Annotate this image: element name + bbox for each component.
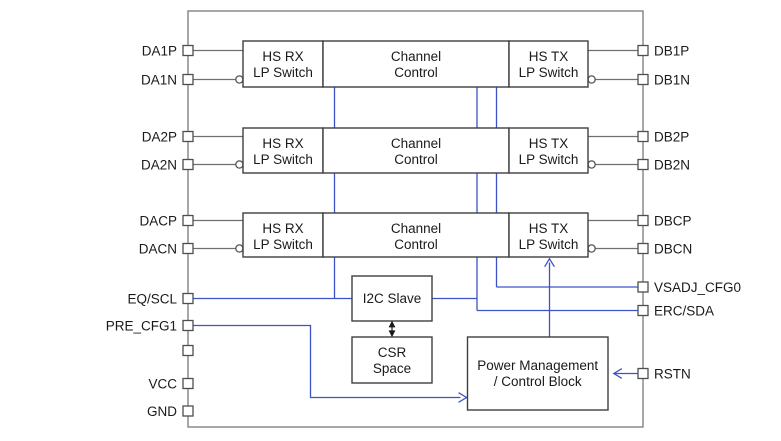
pin-square-erc-sda [637, 304, 649, 317]
pin-label-db2n: DB2N [654, 157, 690, 172]
right-pins: DB1P DB1N DB2P DB2N DBCP DBCN VSADJ_CFG0… [637, 43, 741, 381]
hs-rx-label-2b: LP Switch [253, 152, 313, 167]
left-pins: DA1P DA1N DA2P DA2N DACP DACN EQ/SCL PRE… [106, 43, 194, 419]
pin-square-db2p [637, 130, 649, 143]
pin-square-da1p [182, 44, 194, 57]
channel-control-label-cb: Control [394, 237, 438, 252]
i2c-csr-arrowhead-down-icon [388, 330, 396, 338]
csr-space-labelb: Space [373, 361, 411, 376]
pin-label-dbcn: DBCN [654, 241, 692, 256]
csr-space-label: CSR [378, 345, 407, 360]
hs-tx-block-c [508, 212, 589, 258]
channel-control-label-1: Channel [391, 49, 441, 64]
channel-control-block-1 [322, 40, 510, 88]
db2n-inverter-bubble-icon [587, 160, 596, 169]
pin-label-da1p: DA1P [142, 43, 177, 58]
pin-label-db2p: DB2P [654, 129, 689, 144]
hs-tx-label-c: HS TX [529, 221, 569, 236]
pin-label-db1p: DB1P [654, 43, 689, 58]
hs-tx-block-1 [508, 40, 589, 88]
csr-space-block [351, 336, 433, 384]
hs-rx-label-c: HS RX [262, 221, 303, 236]
channel-control-label-2b: Control [394, 152, 438, 167]
hs-rx-label-cb: LP Switch [253, 237, 313, 252]
pin-square-da2p [182, 130, 194, 143]
hs-tx-block-2 [508, 127, 589, 174]
hs-tx-label-2b: LP Switch [519, 152, 579, 167]
dacn-inverter-bubble-icon [235, 244, 244, 253]
pin-square-gnd [182, 405, 194, 417]
db1n-inverter-bubble-icon [587, 75, 596, 84]
hs-rx-block-1 [242, 40, 324, 88]
pin-square-db1p [637, 44, 649, 57]
pin-square-db1n [637, 73, 649, 86]
pin-square-eq-scl [182, 292, 194, 305]
control-traces [193, 87, 638, 403]
pin-square-da1n [182, 73, 194, 86]
da2n-inverter-bubble-icon [235, 160, 244, 169]
pin-label-db1n: DB1N [654, 72, 690, 87]
channel-control-label-2: Channel [391, 136, 441, 151]
pin-square-dbcn [637, 242, 649, 255]
channel-lane-1: HS RX LP Switch Channel Control HS TX LP… [242, 40, 589, 88]
channel-control-block-c [322, 212, 510, 258]
pin-label-vsadj-cfg0: VSADJ_CFG0 [654, 280, 741, 295]
hs-rx-label-2: HS RX [262, 136, 303, 151]
power-mgmt-block [466, 336, 609, 411]
hs-tx-label-2: HS TX [529, 136, 569, 151]
pin-label-dbcp: DBCP [654, 213, 692, 228]
pin-label-dacn: DACN [139, 241, 177, 256]
hs-signal-stubs [193, 49, 638, 253]
pm-to-tx-arrowhead-icon [544, 257, 555, 267]
pin-square-db2n [637, 158, 649, 171]
pin-square-dacp [182, 214, 194, 227]
i2c-csr-arrowhead-up-icon [388, 320, 396, 328]
pre-cfg1-trace [193, 324, 461, 399]
da1n-inverter-bubble-icon [235, 75, 244, 84]
pin-label-vcc: VCC [148, 376, 177, 391]
pin-label-gnd: GND [147, 404, 177, 419]
channel-lane-c: HS RX LP Switch Channel Control HS TX LP… [242, 212, 589, 258]
pin-square-vcc [182, 377, 194, 390]
hs-tx-label-1: HS TX [529, 49, 569, 64]
hs-rx-block-c [242, 212, 324, 258]
hs-rx-block-2 [242, 127, 324, 174]
hs-tx-label-1b: LP Switch [519, 65, 579, 80]
pin-label-pre-cfg1: PRE_CFG1 [106, 318, 177, 333]
pin-square-nc [182, 344, 194, 357]
pin-label-erc-sda: ERC/SDA [654, 303, 714, 318]
pin-square-dbcp [637, 214, 649, 227]
i2c-slave-label: I2C Slave [363, 291, 422, 306]
hs-rx-label-1b: LP Switch [253, 65, 313, 80]
pin-label-da1n: DA1N [141, 72, 177, 87]
dbcn-inverter-bubble-icon [587, 244, 596, 253]
power-mgmt-labelb: / Control Block [494, 374, 582, 389]
pin-label-rstn: RSTN [654, 366, 691, 381]
pin-square-dacn [182, 242, 194, 255]
control-blocks: I2C Slave CSR Space Power Management / C… [351, 275, 609, 411]
channel-control-label-c: Channel [391, 221, 441, 236]
hs-tx-label-cb: LP Switch [519, 237, 579, 252]
rstn-arrowhead-icon [612, 368, 623, 379]
pin-label-eq-scl: EQ/SCL [127, 291, 177, 306]
pin-square-vsadj-cfg0 [637, 281, 649, 293]
pre-cfg1-arrowhead-icon [458, 392, 468, 403]
power-mgmt-label: Power Management [477, 358, 598, 373]
hs-rx-label-1: HS RX [262, 49, 303, 64]
pin-square-da2n [182, 158, 194, 171]
channel-control-label-1b: Control [394, 65, 438, 80]
pin-square-pre-cfg1 [182, 319, 194, 332]
pin-label-da2n: DA2N [141, 157, 177, 172]
channel-lane-2: HS RX LP Switch Channel Control HS TX LP… [242, 127, 589, 174]
pin-label-da2p: DA2P [142, 129, 177, 144]
pin-label-dacp: DACP [139, 213, 177, 228]
pin-square-rstn [637, 367, 649, 380]
